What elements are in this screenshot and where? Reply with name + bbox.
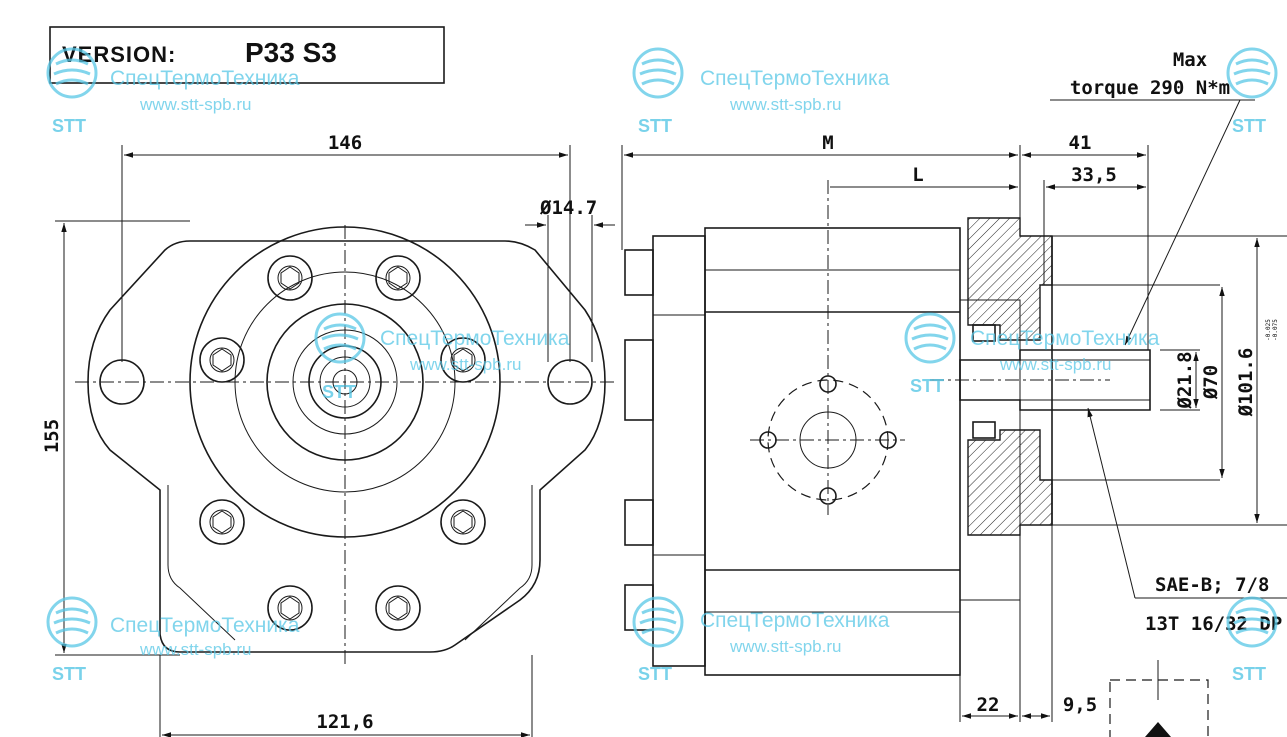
watermark-5: STT СпецТермоТехника www.stt-spb.ru [46, 596, 300, 684]
svg-text:STT: STT [1232, 664, 1266, 684]
spline-line1: SAE-B; 7/8 [1155, 574, 1269, 596]
svg-text:СпецТермоТехника: СпецТермоТехника [700, 609, 890, 632]
stt-logo-icon [632, 47, 684, 99]
front-view: 146 Ø14.7 155 121,6 [41, 132, 615, 737]
watermark-2: STT СпецТермоТехника www.stt-spb.ru [632, 47, 890, 136]
stt-logo-icon [632, 596, 684, 648]
dim-146: 146 [328, 132, 362, 154]
svg-text:www.stt-spb.ru: www.stt-spb.ru [409, 355, 521, 374]
side-view: M L 41 33,5 22 9,5 Ø21.8 Ø70 Ø101.6 -0.0… [621, 49, 1287, 737]
dim-shaft-diameter: Ø21.8 [1174, 351, 1196, 409]
svg-text:STT: STT [638, 664, 672, 684]
svg-text:www.stt-spb.ru: www.stt-spb.ru [729, 637, 841, 656]
svg-text:STT: STT [910, 376, 944, 396]
watermark-7: STT [1226, 47, 1278, 136]
dim-L: L [912, 164, 923, 186]
svg-text:СпецТермоТехника: СпецТермоТехника [380, 327, 570, 350]
stt-logo-icon [46, 596, 98, 648]
stt-logo-icon [46, 47, 98, 99]
dim-121-6: 121,6 [316, 711, 373, 733]
version-label: VERSION: [62, 42, 176, 67]
dim-hole-diameter: Ø14.7 [539, 197, 597, 219]
svg-text:www.stt-spb.ru: www.stt-spb.ru [139, 640, 251, 659]
svg-text:STT: STT [52, 664, 86, 684]
stt-logo-icon [1226, 47, 1278, 99]
svg-text:STT: STT [52, 116, 86, 136]
stt-logo-icon [904, 312, 956, 364]
dim-M: M [822, 132, 833, 154]
watermark-4: STT СпецТермоТехника www.stt-spb.ru [904, 312, 1160, 396]
svg-text:www.stt-spb.ru: www.stt-spb.ru [729, 95, 841, 114]
svg-text:СпецТермоТехника: СпецТермоТехника [110, 614, 300, 637]
bolt-heads [199, 255, 486, 631]
tolerance-upper: -0.025 [1265, 319, 1272, 341]
svg-text:www.stt-spb.ru: www.stt-spb.ru [139, 95, 251, 114]
svg-text:СпецТермоТехника: СпецТермоТехника [110, 67, 300, 90]
svg-text:СпецТермоТехника: СпецТермоТехника [970, 327, 1160, 350]
watermark-3: STT СпецТермоТехника www.stt-spb.ru [314, 312, 570, 402]
svg-text:STT: STT [638, 116, 672, 136]
dim-22: 22 [977, 694, 1000, 716]
tolerance-lower: -0.075 [1272, 319, 1279, 341]
dim-pilot-diameter: Ø101.6 [1235, 348, 1257, 418]
svg-text:www.stt-spb.ru: www.stt-spb.ru [999, 355, 1111, 374]
svg-text:STT: STT [322, 382, 356, 402]
dim-155: 155 [41, 419, 63, 453]
stt-logo-icon [1226, 596, 1278, 648]
max-torque-line2: torque 290 N*m [1070, 77, 1230, 99]
svg-text:СпецТермоТехника: СпецТермоТехника [700, 67, 890, 90]
watermark-8: STT [1226, 596, 1278, 684]
svg-text:STT: STT [1232, 116, 1266, 136]
watermark-6: STT СпецТермоТехника www.stt-spb.ru [632, 596, 890, 684]
max-torque-line1: Max [1173, 49, 1207, 71]
dim-9-5: 9,5 [1063, 694, 1097, 716]
dim-33-5: 33,5 [1071, 164, 1117, 186]
stt-logo-icon [314, 312, 366, 364]
dim-70: Ø70 [1200, 365, 1222, 400]
watermark-1: STT СпецТермоТехника www.stt-spb.ru [46, 47, 300, 136]
watermarks: STT СпецТермоТехника www.stt-spb.ru STT … [46, 47, 1278, 684]
version-box: VERSION: P33 S3 [49, 26, 445, 84]
version-value: P33 S3 [245, 37, 337, 68]
dim-41: 41 [1069, 132, 1092, 154]
